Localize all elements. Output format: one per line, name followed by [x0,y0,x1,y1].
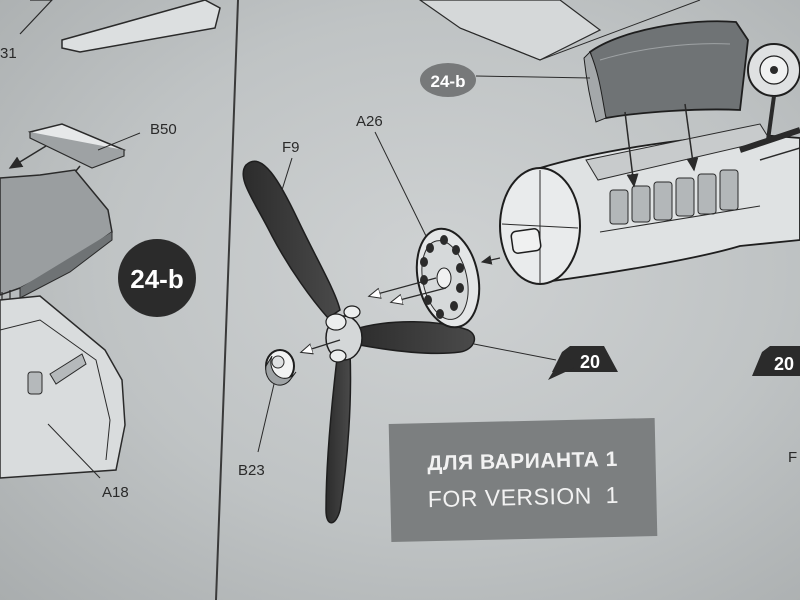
step-badge-left-text: 24-b [130,264,183,294]
propeller-f9 [242,157,476,524]
step-badge-top-text: 24-b [431,72,466,91]
label-f9: F9 [282,139,300,156]
next-step-number: 20 [580,352,600,372]
version-note-russian: ДЛЯ ВАРИАНТА 1 [427,447,619,475]
spinner-plate-a26 [374,131,481,329]
assembly-arrows [302,255,501,352]
engine-cowl-part [583,20,749,188]
spinner-cap-b23 [257,349,297,453]
next-step-arrow-right [752,346,800,376]
label-b50: B50 [150,121,177,138]
label-a26: A26 [356,113,383,130]
next-step-number-right: 20 [774,354,794,374]
version-note-box: ДЛЯ ВАРИАНТА 1 FOR VERSION 1 [388,417,658,543]
wing-part-top-right [418,0,701,61]
label-partial-31: 31 [0,45,17,62]
wing-part-top-left [19,0,221,53]
next-step-arrow [473,343,618,380]
label-b23: B23 [238,462,265,479]
part-a18 [0,295,126,479]
engine-nacelle [499,123,800,285]
label-a18: A18 [102,484,129,501]
step-badge-top [420,63,591,97]
part-b50 [8,123,141,202]
panel-dividers [215,0,239,600]
landing-wheel [747,43,800,141]
step-badge-left [118,239,196,317]
wing-assembly-left [0,169,113,420]
label-partial-f: F [788,449,797,466]
version-note-english: FOR VERSION 1 [427,481,620,512]
